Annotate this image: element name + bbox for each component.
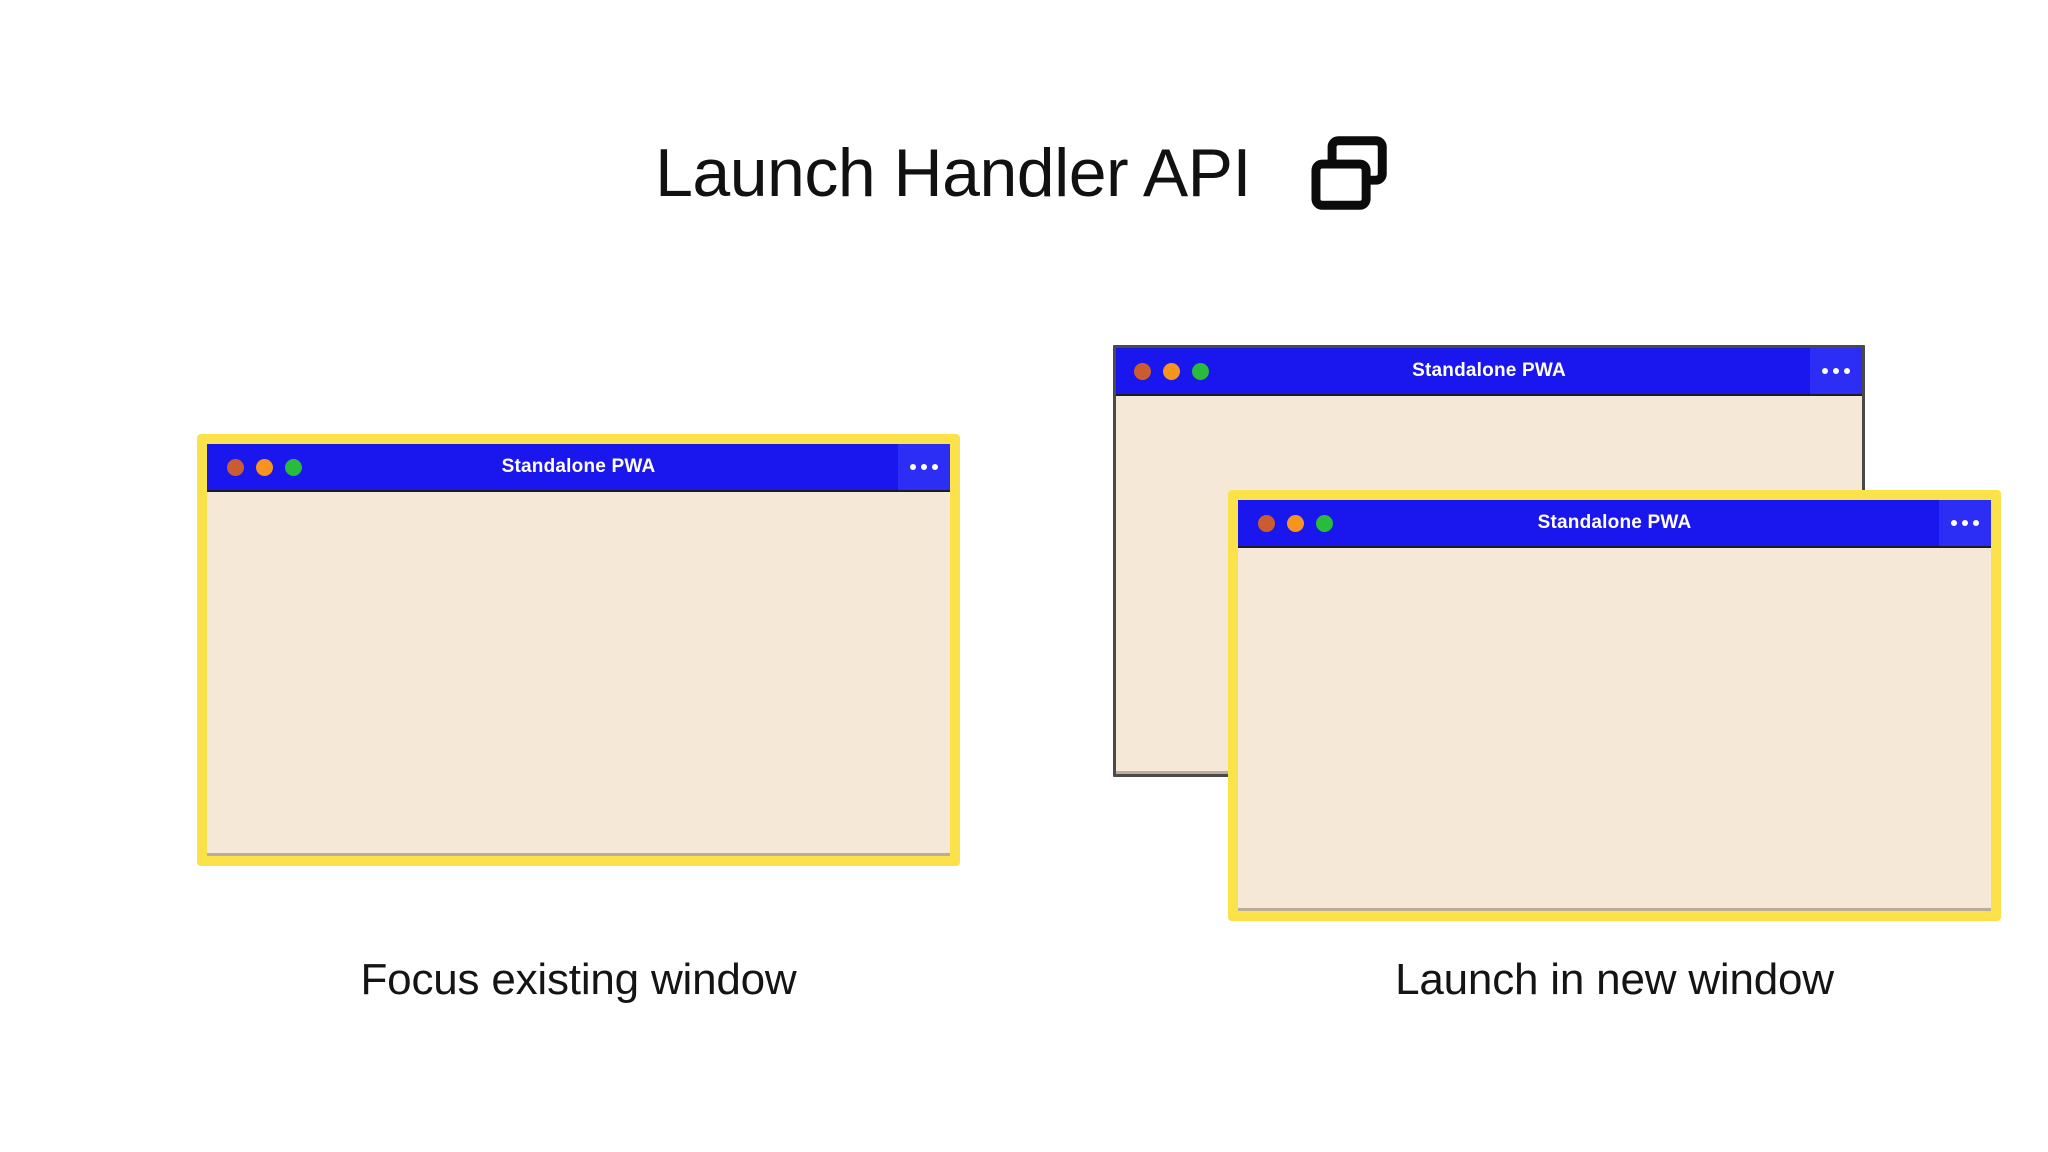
close-button-icon[interactable]	[1258, 514, 1275, 532]
minimize-button-icon[interactable]	[1163, 362, 1180, 380]
traffic-lights	[227, 458, 302, 476]
page-header: Launch Handler API	[0, 118, 2048, 228]
maximize-button-icon[interactable]	[285, 458, 302, 476]
overflow-menu-icon	[1951, 520, 1979, 526]
window-titlebar[interactable]: Standalone PWA	[1238, 500, 1991, 546]
close-button-icon[interactable]	[1134, 362, 1151, 380]
new-standalone-window[interactable]: Standalone PWA	[1228, 490, 2001, 921]
menu-dot	[1822, 368, 1828, 374]
menu-dot	[1951, 520, 1957, 526]
page-title: Launch Handler API	[655, 135, 1251, 211]
menu-dot	[932, 464, 938, 470]
window-menu-button[interactable]	[1939, 500, 1991, 546]
window-titlebar[interactable]: Standalone PWA	[1116, 348, 1862, 394]
focus-existing-window[interactable]: Standalone PWA	[197, 434, 960, 866]
menu-dot	[1844, 368, 1850, 374]
multiple-windows-icon	[1311, 136, 1387, 210]
overflow-menu-icon	[910, 464, 938, 470]
window-title: Standalone PWA	[1412, 360, 1566, 381]
traffic-lights	[1134, 362, 1209, 380]
menu-dot	[1962, 520, 1968, 526]
minimize-button-icon[interactable]	[1287, 514, 1304, 532]
close-button-icon[interactable]	[227, 458, 244, 476]
menu-dot	[1833, 368, 1839, 374]
window-menu-button[interactable]	[1810, 348, 1862, 394]
window-content-area	[1238, 546, 1991, 911]
caption-launch-in-new-window: Launch in new window	[1395, 955, 1834, 1004]
traffic-lights	[1258, 514, 1333, 532]
menu-dot	[910, 464, 916, 470]
menu-dot	[921, 464, 927, 470]
maximize-button-icon[interactable]	[1316, 514, 1333, 532]
menu-dot	[1973, 520, 1979, 526]
window-inner: Standalone PWA	[1238, 500, 1991, 911]
window-title: Standalone PWA	[501, 456, 656, 477]
window-menu-button[interactable]	[898, 444, 950, 490]
window-title: Standalone PWA	[1537, 512, 1692, 533]
overflow-menu-icon	[1822, 368, 1850, 374]
window-titlebar[interactable]: Standalone PWA	[207, 444, 950, 490]
caption-focus-existing-window: Focus existing window	[360, 955, 797, 1004]
maximize-button-icon[interactable]	[1192, 362, 1209, 380]
minimize-button-icon[interactable]	[256, 458, 273, 476]
window-content-area	[207, 490, 950, 856]
window-inner: Standalone PWA	[207, 444, 950, 856]
